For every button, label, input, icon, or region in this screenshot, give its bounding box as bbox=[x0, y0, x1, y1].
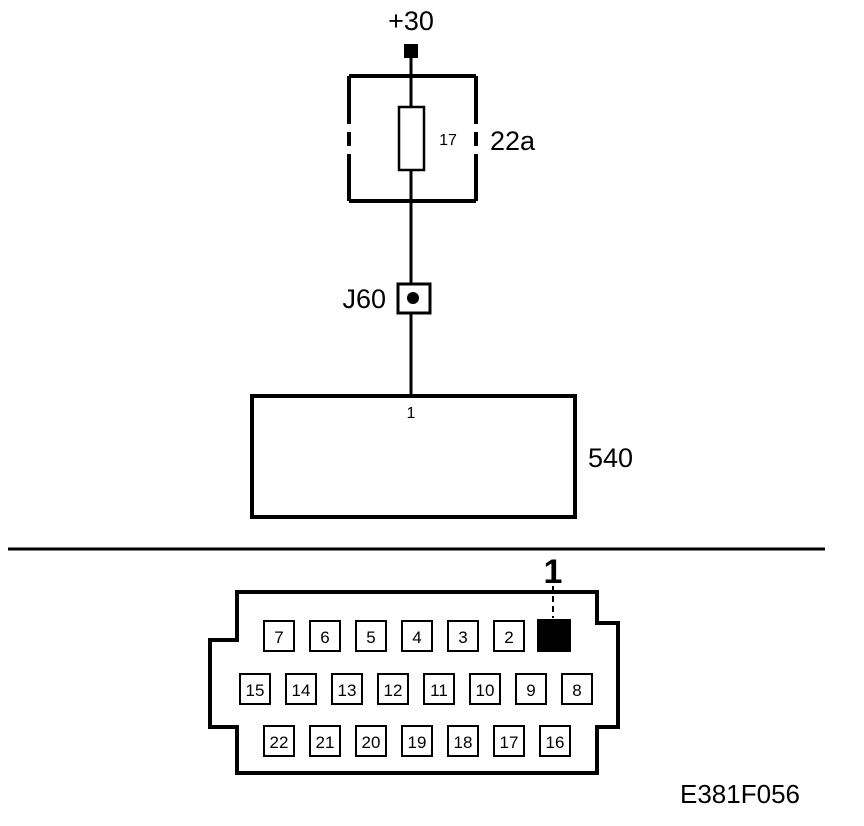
connector-pin: 12 bbox=[377, 673, 409, 705]
connector-pin: 19 bbox=[401, 725, 433, 757]
connector-pin-cell bbox=[401, 725, 433, 757]
connector-pin-label: 14 bbox=[292, 681, 311, 700]
connector-pin-cell bbox=[263, 620, 295, 652]
connector-pin-cell bbox=[309, 725, 341, 757]
connector-pin: 21 bbox=[309, 725, 341, 757]
pin-callout-label: 1 bbox=[544, 553, 563, 591]
connector-pin-cell bbox=[401, 620, 433, 652]
supply-terminal bbox=[404, 44, 418, 58]
connector-pin-cell bbox=[285, 673, 317, 705]
connector-pin-label: 8 bbox=[572, 681, 581, 700]
connector-pin-label: 2 bbox=[504, 628, 513, 647]
connector-pin: 16 bbox=[539, 725, 571, 757]
connector-pin-cell bbox=[493, 725, 525, 757]
connector-pin-label: 16 bbox=[546, 733, 565, 752]
connector-pin-cell bbox=[263, 725, 295, 757]
connector-pin: 14 bbox=[285, 673, 317, 705]
connector-pin-cell bbox=[309, 620, 341, 652]
connector-pin-cell bbox=[515, 673, 547, 705]
connector-pin-label: 11 bbox=[430, 681, 448, 700]
connector-pin-label: 18 bbox=[454, 733, 473, 752]
connector-pin-cell bbox=[423, 673, 455, 705]
fuse-box-label: 22a bbox=[490, 126, 536, 156]
fuse-element bbox=[397, 105, 426, 172]
connector-pin-label: 6 bbox=[320, 628, 329, 647]
connector-pin-label: 15 bbox=[246, 681, 265, 700]
connector-pin-label: 21 bbox=[316, 733, 335, 752]
connector-pin: 4 bbox=[401, 620, 433, 652]
figure-id: E381F056 bbox=[680, 779, 800, 809]
connector-pin-label: 20 bbox=[362, 733, 381, 752]
connector-pin: 7 bbox=[263, 620, 295, 652]
connector-pin: 5 bbox=[355, 620, 387, 652]
connector-pin-cell bbox=[377, 673, 409, 705]
connector-pin-label: 5 bbox=[366, 628, 375, 647]
connector-pin-label: 10 bbox=[476, 681, 495, 700]
connector-pin-label: 19 bbox=[408, 733, 427, 752]
connector-pin: 3 bbox=[447, 620, 479, 652]
connector-pin-cell bbox=[355, 620, 387, 652]
connector-pin-label: 17 bbox=[500, 733, 519, 752]
connector-pin-label: 12 bbox=[384, 681, 403, 700]
connector-pin-cell bbox=[331, 673, 363, 705]
connector-pin: 8 bbox=[561, 673, 593, 705]
connector-pin: 22 bbox=[263, 725, 295, 757]
connector-pin-cell bbox=[561, 673, 593, 705]
connector-pin-label: 22 bbox=[270, 733, 289, 752]
connector-pin-cell bbox=[447, 725, 479, 757]
connector-pin: 13 bbox=[331, 673, 363, 705]
connector-pin: 20 bbox=[355, 725, 387, 757]
junction-label: J60 bbox=[342, 284, 386, 314]
component-box bbox=[250, 394, 577, 519]
connector-pin: 15 bbox=[239, 673, 271, 705]
connector-pin-cell bbox=[469, 673, 501, 705]
connector-pins: 7 6 5 4 3 2 15 14 13 12 11 10 9 8 22 21 20 19 18 17 16 bbox=[239, 620, 593, 757]
connector-pin-label: 4 bbox=[412, 628, 421, 647]
connector-pin-cell bbox=[539, 725, 571, 757]
junction-dot bbox=[407, 292, 419, 304]
fuse-box bbox=[347, 74, 478, 203]
connector-pin-label: 9 bbox=[526, 681, 535, 700]
connector-pin: 2 bbox=[493, 620, 525, 652]
connector-pin-1 bbox=[537, 619, 571, 652]
supply-label: +30 bbox=[388, 6, 434, 36]
connector-pin-cell bbox=[447, 620, 479, 652]
connector-pin: 17 bbox=[493, 725, 525, 757]
connector-pin: 6 bbox=[309, 620, 341, 652]
connector-pin-cell bbox=[493, 620, 525, 652]
connector-pin-label: 13 bbox=[338, 681, 357, 700]
component-pin-label: 1 bbox=[407, 405, 416, 422]
connector-pin: 11 bbox=[423, 673, 455, 705]
fuse-number: 17 bbox=[439, 132, 457, 149]
component-label: 540 bbox=[588, 443, 633, 473]
connector-pin-cell bbox=[239, 673, 271, 705]
junction-box bbox=[396, 282, 432, 315]
connector-pin: 9 bbox=[515, 673, 547, 705]
connector-pin-cell bbox=[355, 725, 387, 757]
connector-pin-label: 3 bbox=[458, 628, 467, 647]
connector-pin: 18 bbox=[447, 725, 479, 757]
connector-pin-label: 7 bbox=[274, 628, 283, 647]
connector-pin: 10 bbox=[469, 673, 501, 705]
